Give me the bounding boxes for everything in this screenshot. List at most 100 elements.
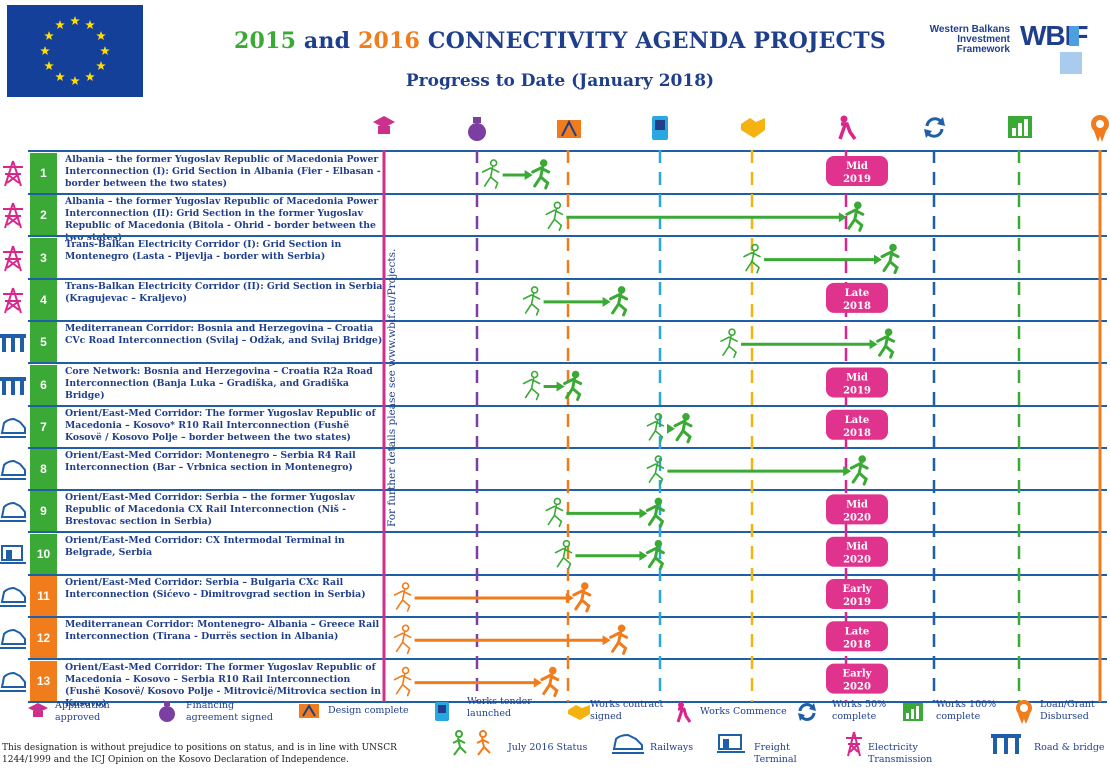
progress-arrow-head — [533, 677, 542, 688]
money-bag-legend-icon — [159, 701, 175, 722]
handshake-legend-icon — [568, 705, 590, 720]
legend-works-50: Works 50% complete — [832, 699, 887, 722]
eta-period: Late — [845, 288, 870, 299]
current-status-runner — [876, 328, 896, 359]
railway-legend-icon — [612, 733, 644, 754]
money-bag-icon — [468, 117, 486, 141]
july-status-legend-icon — [452, 730, 491, 756]
current-status-runner — [531, 159, 551, 190]
progress-arrow-head — [524, 170, 533, 180]
graduation-cap-legend-icon — [28, 703, 48, 717]
eta-year: 2019 — [843, 174, 871, 185]
project-description: Core Network: Bosnia and Herzegovina – C… — [65, 365, 373, 401]
eta-year: 2019 — [843, 597, 871, 608]
eta-year: 2018 — [843, 639, 871, 650]
design-tools-icon — [557, 119, 581, 138]
project-row: 5 Mediterranean Corridor: Bosnia and Her… — [0, 321, 1110, 365]
title-year-2015: 2015 — [234, 28, 297, 54]
page-subtitle: Progress to Date (January 2018) — [405, 71, 715, 91]
road-bridge-icon — [0, 371, 26, 399]
eu-star — [85, 20, 95, 30]
eta-period: Mid — [846, 499, 868, 510]
side-note: For further details please see www.wbif.… — [386, 248, 398, 527]
project-number: 1 — [30, 153, 57, 193]
july-2016-status-runner — [393, 582, 412, 612]
eu-star — [44, 61, 54, 70]
project-number: 5 — [30, 322, 57, 363]
july-2016-status-runner — [545, 201, 564, 232]
project-number: 6 — [30, 364, 57, 405]
current-status-runner — [645, 539, 665, 571]
legend-works-100: Works 100% complete — [936, 699, 997, 722]
eu-star — [44, 31, 54, 40]
project-number: 3 — [30, 237, 57, 278]
july-2016-status-runner — [720, 328, 738, 359]
eu-star — [96, 61, 106, 70]
title-year-2016: 2016 — [358, 28, 421, 54]
eta-year: 2020 — [843, 682, 871, 693]
project-row: 2 Albania – the former Yugoslav Republic… — [0, 194, 1110, 243]
wbif-logo-square-1 — [1069, 26, 1079, 46]
electricity-tower-legend-icon — [846, 731, 862, 757]
progress-arrow-head — [602, 296, 611, 307]
design-tools-legend-icon — [299, 704, 319, 718]
worker-legend-icon — [676, 702, 692, 723]
eu-star — [100, 46, 110, 55]
railway-icon — [0, 413, 26, 441]
railway-icon — [0, 582, 26, 610]
completion-eta-badge — [826, 536, 888, 567]
road-bridge-icon — [0, 328, 26, 356]
project-number: 8 — [30, 449, 57, 490]
current-status-runner — [563, 370, 583, 401]
july-2016-status-runner — [522, 286, 541, 316]
project-description: Orient/East-Med Corridor: The former Yug… — [65, 661, 381, 709]
eu-star — [70, 16, 80, 25]
eu-stars-icon — [40, 16, 110, 85]
handshake-icon — [741, 118, 765, 138]
disclaimer-text: This designation is without prejudice to… — [2, 743, 397, 765]
project-description: Orient/East-Med Corridor: Serbia – the f… — [65, 492, 355, 528]
project-row: 3 Trans-Balkan Electricity Corridor (I):… — [0, 237, 1110, 280]
eu-star — [55, 20, 65, 30]
current-status-runner — [880, 243, 900, 275]
july-2016-status-runner — [393, 666, 412, 697]
eta-period: Late — [845, 415, 870, 426]
eta-period: Early — [843, 669, 873, 680]
bar-chart-icon — [1008, 116, 1032, 138]
eta-period: Mid — [846, 542, 868, 553]
wbif-caption-line1: Western Balkans — [929, 24, 1010, 35]
legend-railways: Railways — [650, 742, 694, 753]
legend-road-bridge: Road & bridge — [1034, 742, 1105, 753]
progress-arrow-head — [843, 466, 852, 477]
completion-eta-badge — [826, 579, 888, 609]
july-2016-status-runner — [545, 497, 564, 528]
row-divider — [28, 362, 1107, 365]
eta-year: 2018 — [843, 301, 871, 312]
wbif-logo-caption: Western Balkans Investment Framework — [905, 25, 1010, 55]
eta-period: Late — [845, 626, 870, 637]
july-2016-status-runner — [646, 455, 665, 485]
award-ribbon-legend-icon — [1016, 700, 1032, 724]
project-description: Trans-Balkan Electricity Corridor (II): … — [65, 280, 383, 304]
project-description: Orient/East-Med Corridor: Montenegro – S… — [65, 450, 356, 474]
project-description: Orient/East-Med Corridor: CX Intermodal … — [65, 534, 345, 558]
current-status-runner — [845, 201, 865, 232]
legend-works-tender: Works tender launched — [467, 696, 532, 719]
row-divider — [28, 404, 1107, 407]
progress-arrow-head — [639, 550, 648, 561]
title-rest: CONNECTIVITY AGENDA PROJECTS — [420, 28, 886, 54]
legend-electricity: Electricity Transmission — [868, 742, 933, 765]
completion-eta-badge — [826, 663, 888, 694]
electricity-tower-icon — [0, 159, 26, 187]
eu-star — [85, 72, 95, 81]
progress-arrow-head — [838, 212, 847, 223]
electricity-tower-icon — [0, 244, 26, 272]
eta-year: 2020 — [843, 555, 871, 566]
project-number: 4 — [30, 279, 57, 320]
legend-freight-terminal: Freight Terminal — [754, 742, 797, 765]
july-2016-status-runner — [393, 624, 412, 655]
row-divider — [28, 235, 1107, 238]
project-number: 12 — [30, 618, 57, 659]
legend-financing-signed: Financing agreement signed — [186, 700, 273, 723]
